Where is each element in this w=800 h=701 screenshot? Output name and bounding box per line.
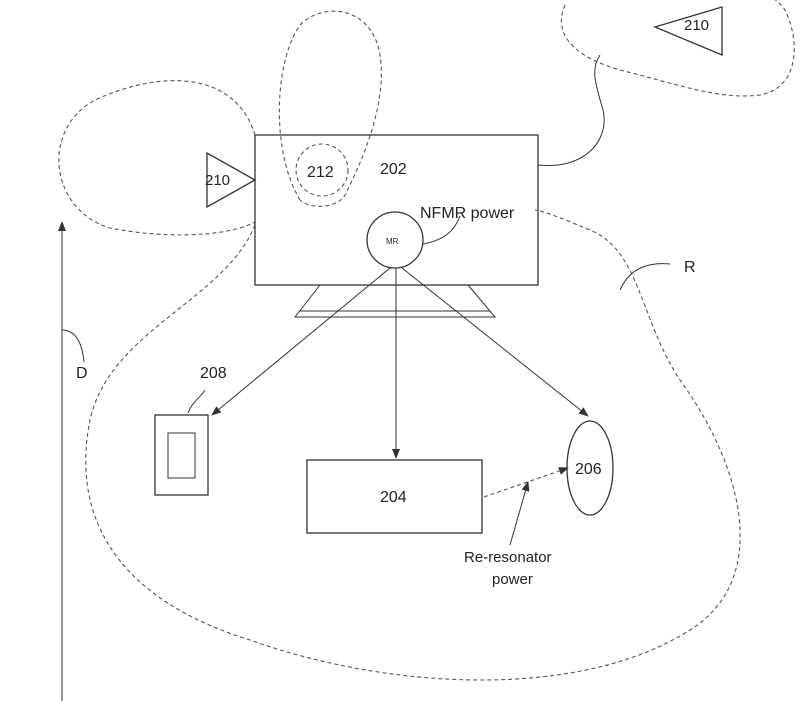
loop-212-coverage [278, 10, 382, 207]
antenna-right-coverage [560, 0, 795, 97]
device-208 [154, 414, 209, 496]
loop-212 [295, 143, 349, 197]
label-r: R [684, 259, 696, 276]
arrow-to-206 [401, 267, 589, 417]
antenna-left-210 [206, 151, 257, 209]
re-resonator-label-leader [509, 481, 530, 546]
antenna-left-coverage [58, 80, 256, 236]
label-206: 206 [575, 461, 602, 478]
label-202: 202 [380, 161, 407, 178]
label-nfmr-power: NFMR power [420, 205, 515, 222]
label-208-leader [187, 389, 206, 414]
distance-d-leader [61, 329, 85, 363]
label-re-resonator-line1: Re-resonator [464, 549, 552, 566]
label-204: 204 [380, 489, 407, 506]
antenna-right-210 [653, 6, 723, 56]
label-mr: MR [386, 237, 399, 246]
nfmr-power-leader [422, 215, 461, 245]
cable-to-right-antenna [537, 54, 605, 167]
range-boundary-r [85, 209, 741, 681]
re-resonator-power-arrow [483, 467, 569, 498]
range-r-leader [619, 263, 671, 291]
arrow-to-208 [211, 267, 391, 416]
device-208-screen [167, 432, 196, 479]
label-210-right: 210 [684, 17, 709, 34]
monitor-stand [293, 284, 497, 318]
label-re-resonator-line2: power [492, 571, 533, 588]
device-204 [306, 459, 483, 534]
label-d: D [76, 365, 88, 382]
label-210-left: 210 [205, 172, 230, 189]
label-208: 208 [200, 365, 227, 382]
mr-resonator [366, 211, 424, 269]
label-212: 212 [307, 164, 334, 181]
